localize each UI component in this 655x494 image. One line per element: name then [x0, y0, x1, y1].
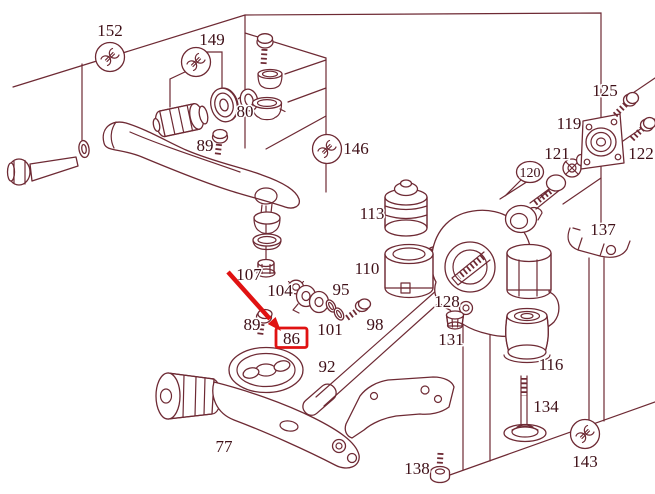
spring-seat-part	[228, 346, 304, 394]
bolt-part	[629, 116, 655, 142]
lower-control-arm	[155, 372, 360, 469]
bushing-part	[152, 103, 209, 138]
part-label-134: 134	[533, 397, 559, 416]
bushing-part	[384, 243, 434, 299]
part-label-98: 98	[367, 315, 384, 334]
washer-part	[458, 300, 474, 316]
part-label-95: 95	[333, 280, 350, 299]
part-label-80: 80	[237, 102, 254, 121]
bolt-part	[612, 91, 640, 118]
part-label-104: 104	[267, 281, 293, 300]
part-label-125: 125	[592, 81, 618, 100]
part-label-77: 77	[216, 437, 234, 456]
part-label-143: 143	[572, 452, 598, 471]
clamp-bracket-part	[567, 227, 631, 258]
nut-part	[256, 258, 276, 278]
part-label-131: 131	[438, 330, 464, 349]
part-label-110: 110	[355, 259, 380, 278]
part-label-152: 152	[97, 21, 123, 40]
part-label-120: 120	[520, 166, 541, 181]
nut-part	[445, 310, 465, 330]
bushing-part	[506, 243, 552, 300]
highlight-box	[274, 326, 309, 349]
wrench-icon	[94, 41, 126, 73]
part-label-121: 121	[544, 144, 570, 163]
part-label-128: 128	[434, 292, 460, 311]
bushing-part	[503, 307, 551, 364]
cup-washer-part	[251, 96, 286, 121]
part-label-86: 86	[283, 329, 300, 348]
part-label-122: 122	[628, 144, 654, 163]
wrench-icon	[180, 46, 212, 78]
part-label-92: 92	[319, 357, 336, 376]
pulley-part	[210, 87, 239, 123]
circled-callout-120: 120	[515, 160, 545, 184]
upper-control-arm	[102, 121, 300, 215]
wrench-icon	[569, 418, 601, 450]
arrow-icon	[226, 270, 272, 321]
part-label-146: 146	[343, 139, 369, 158]
eye-ring-part	[504, 204, 543, 234]
part-label-113: 113	[360, 204, 385, 223]
part-label-89-upper: 89	[197, 136, 214, 155]
highlight-group: 86	[226, 270, 309, 350]
part-label-116: 116	[539, 355, 564, 374]
link-bolt-part	[529, 153, 587, 210]
mount-plate-part	[580, 113, 625, 170]
bolt-part	[345, 298, 372, 321]
part-label-119: 119	[557, 114, 582, 133]
part-label-149: 149	[199, 30, 225, 49]
bracket-plate-part	[344, 376, 455, 439]
part-label-138: 138	[404, 459, 430, 478]
stud-part	[503, 375, 547, 443]
washer-part	[78, 139, 90, 159]
part-label-107: 107	[236, 265, 262, 284]
ball-joint-boot-part	[253, 211, 281, 235]
bolt-part	[211, 128, 229, 158]
clamp-part	[292, 284, 330, 314]
bolt-part	[6, 156, 79, 186]
part-label-89-lower: 89	[244, 315, 261, 334]
callout-labels: 152 149 80 89 146 113 110 107 104 95 101…	[96, 20, 655, 480]
bolt-part	[256, 33, 274, 66]
cup-washer-part	[252, 233, 282, 251]
wrench-icon	[311, 133, 343, 165]
cup-washer-part	[257, 68, 283, 90]
bushing-part	[384, 179, 428, 237]
bolt-part	[429, 452, 451, 484]
part-label-101: 101	[317, 320, 343, 339]
strut-rod-part	[302, 281, 453, 416]
retainer-ring-part	[325, 299, 345, 321]
part-label-137: 137	[590, 220, 616, 239]
